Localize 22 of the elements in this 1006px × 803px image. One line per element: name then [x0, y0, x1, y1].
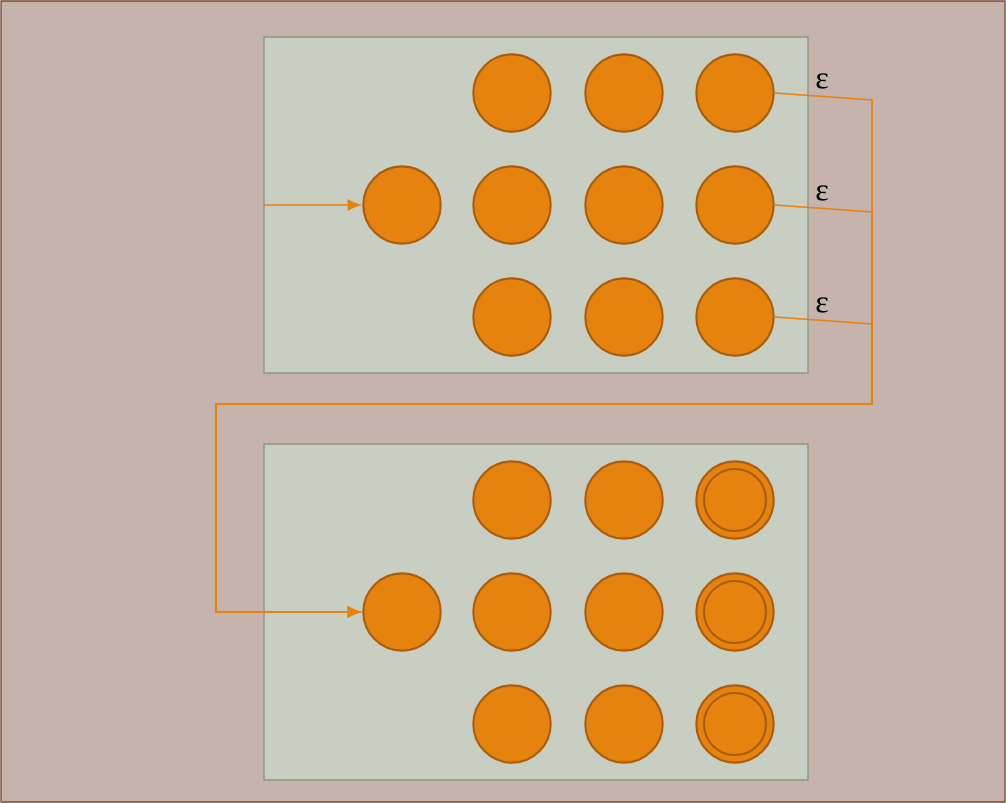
arrow — [215, 316, 873, 618]
state-circle — [584, 572, 664, 652]
state-circle — [362, 572, 442, 652]
state-circle — [695, 165, 775, 245]
accept-state-circle — [695, 460, 775, 540]
state-circle — [472, 53, 552, 133]
state-circle — [472, 277, 552, 357]
state-circle — [695, 277, 775, 357]
state-circle — [472, 684, 552, 764]
state-circle — [472, 165, 552, 245]
state-circle — [362, 165, 442, 245]
arrow — [263, 199, 361, 211]
state-circle — [472, 460, 552, 540]
state-circle — [584, 165, 664, 245]
state-circle — [584, 460, 664, 540]
state-circle — [584, 684, 664, 764]
accept-state-circle — [695, 572, 775, 652]
state-circle — [584, 277, 664, 357]
state-circle — [584, 53, 664, 133]
accept-state-circle — [695, 684, 775, 764]
state-circle — [695, 53, 775, 133]
state-circle — [472, 572, 552, 652]
